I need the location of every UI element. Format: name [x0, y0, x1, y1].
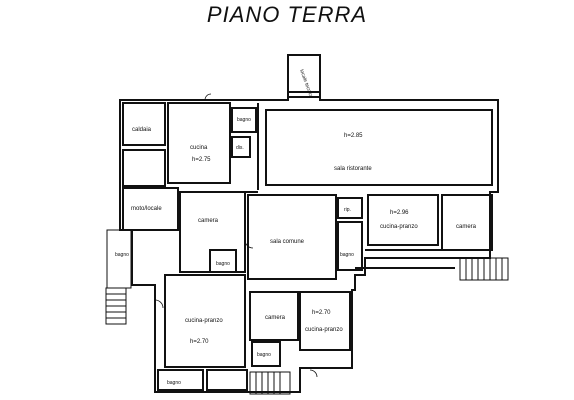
room-label-bagno-center: bagno	[340, 252, 354, 258]
moto-locale-wall	[122, 187, 179, 231]
plan-title: PIANO TERRA	[206, 2, 368, 27]
locale-tecnico-wall	[287, 54, 321, 98]
room-label-sala-comune: sala comune	[270, 239, 305, 245]
room-label-camera-left: camera	[198, 218, 219, 224]
dis-wall	[231, 136, 251, 158]
room-label-locale-tecnico: locale tecnico	[298, 69, 314, 100]
room-label-camera-low: camera	[265, 315, 286, 321]
camera-right-wall	[441, 194, 493, 251]
room-label-bagno-mid: bagno	[216, 261, 230, 267]
cucina-top-wall	[167, 102, 231, 184]
door-arc	[204, 93, 212, 101]
bagno-center-wall	[337, 221, 363, 271]
door-arc	[309, 369, 318, 378]
height-label-cucina-pranzo-left: h=2.70	[190, 339, 209, 345]
room-label-cucina-pranzo-low: cucina-pranzo	[305, 327, 343, 333]
door-arc	[154, 299, 164, 309]
camera-low-wall	[249, 291, 299, 341]
room-label-rip: rip.	[344, 207, 351, 213]
room-label-cucina-pranzo-left: cucina-pranzo	[185, 318, 223, 324]
bagno-left-wall	[209, 249, 237, 273]
left-ramp	[106, 229, 132, 289]
room-label-dis: dis.	[236, 145, 244, 151]
sala-comune-wall	[247, 194, 337, 280]
height-label-cucina-pranzo-low: h=2.70	[312, 310, 331, 316]
caldaia-lower-wall	[122, 149, 166, 187]
room-label-cucina-pranzo-right: cucina-pranzo	[380, 224, 418, 230]
stair-bottom	[249, 371, 291, 395]
room-label-bagno-bottom: bagno	[167, 380, 181, 386]
door-arc	[244, 239, 254, 249]
rip-wall	[337, 197, 363, 219]
bagno-low-wall	[251, 341, 281, 367]
room-label-cucina: cucina	[190, 145, 208, 151]
room-label-moto-locale: moto/locale	[131, 206, 162, 212]
cucina-pranzo-right-wall	[367, 194, 439, 246]
height-label-cucina: h=2.75	[192, 157, 211, 163]
height-label-sala-ristorante: h=2.85	[344, 133, 363, 139]
room-label-camera-right: camera	[456, 224, 477, 230]
room-label-sala-ristorante: sala ristorante	[334, 166, 372, 172]
bagno-bottom-wall	[157, 369, 204, 391]
cucina-pranzo-low-wall	[299, 291, 351, 351]
room-label-bagno-low: bagno	[257, 352, 271, 358]
bagno-top-wall	[231, 107, 257, 133]
room-label-bagno-left: bagno	[115, 252, 129, 258]
cucina-pranzo-left-wall	[164, 274, 246, 368]
caldaia-wall	[122, 102, 166, 146]
stair-block	[206, 369, 248, 391]
room-label-bagno-top: bagno	[237, 117, 251, 123]
room-label-caldaia: caldaia	[132, 127, 152, 133]
sala-ristorante-wall	[265, 109, 493, 186]
height-label-cucina-pranzo-right: h=2.96	[390, 210, 409, 216]
